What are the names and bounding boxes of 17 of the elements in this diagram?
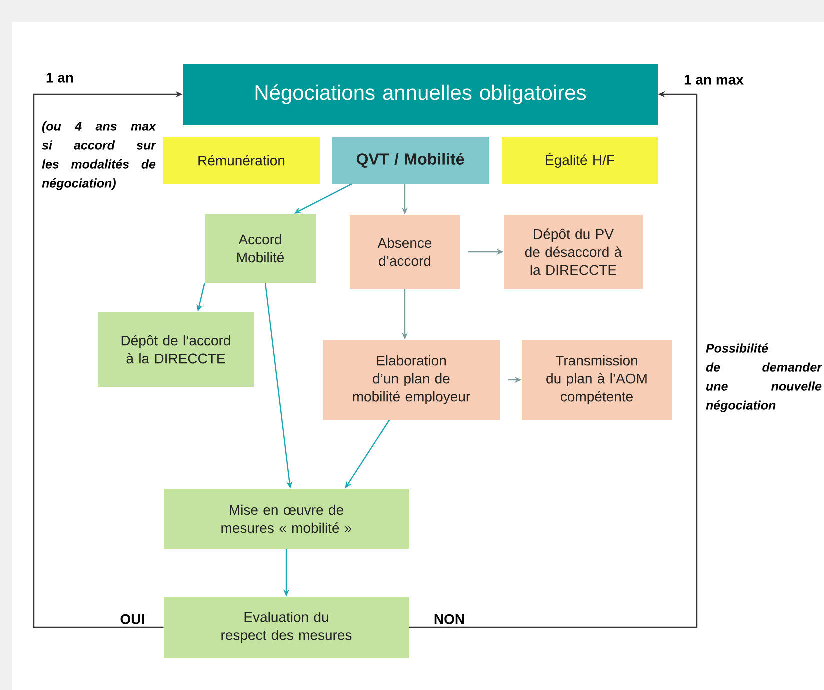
process-box: Transmission du plan à l’AOM compétente <box>522 340 672 420</box>
note: Possibilité de demander une nouvelle négociation <box>706 344 823 412</box>
title-box: Négociations annuelles obligatoires <box>183 64 658 125</box>
topic-box: Rémunération <box>163 137 320 184</box>
process-box: Dépôt du PV de désaccord à la DIRECCTE <box>504 215 643 289</box>
edge-label: OUI <box>119 613 146 626</box>
process-box: Accord Mobilité <box>205 214 316 283</box>
process-box: Mise en œuvre de mesures « mobilité » <box>164 489 409 549</box>
topic-box: QVT / Mobilité <box>332 137 489 184</box>
topic-box: Égalité H/F <box>502 137 658 184</box>
time-label: 1 an <box>46 73 74 83</box>
process-box: Elaboration d’un plan de mobilité employeur <box>323 340 500 420</box>
process-box: Evaluation du respect des mesures <box>164 597 409 658</box>
process-box: Absence d’accord <box>350 215 460 289</box>
note: (ou 4 ans max si accord sur les modalités de négociation) <box>42 122 157 190</box>
time-label: 1 an max <box>684 75 744 85</box>
process-box: Dépôt de l’accord à la DIRECCTE <box>98 312 254 387</box>
